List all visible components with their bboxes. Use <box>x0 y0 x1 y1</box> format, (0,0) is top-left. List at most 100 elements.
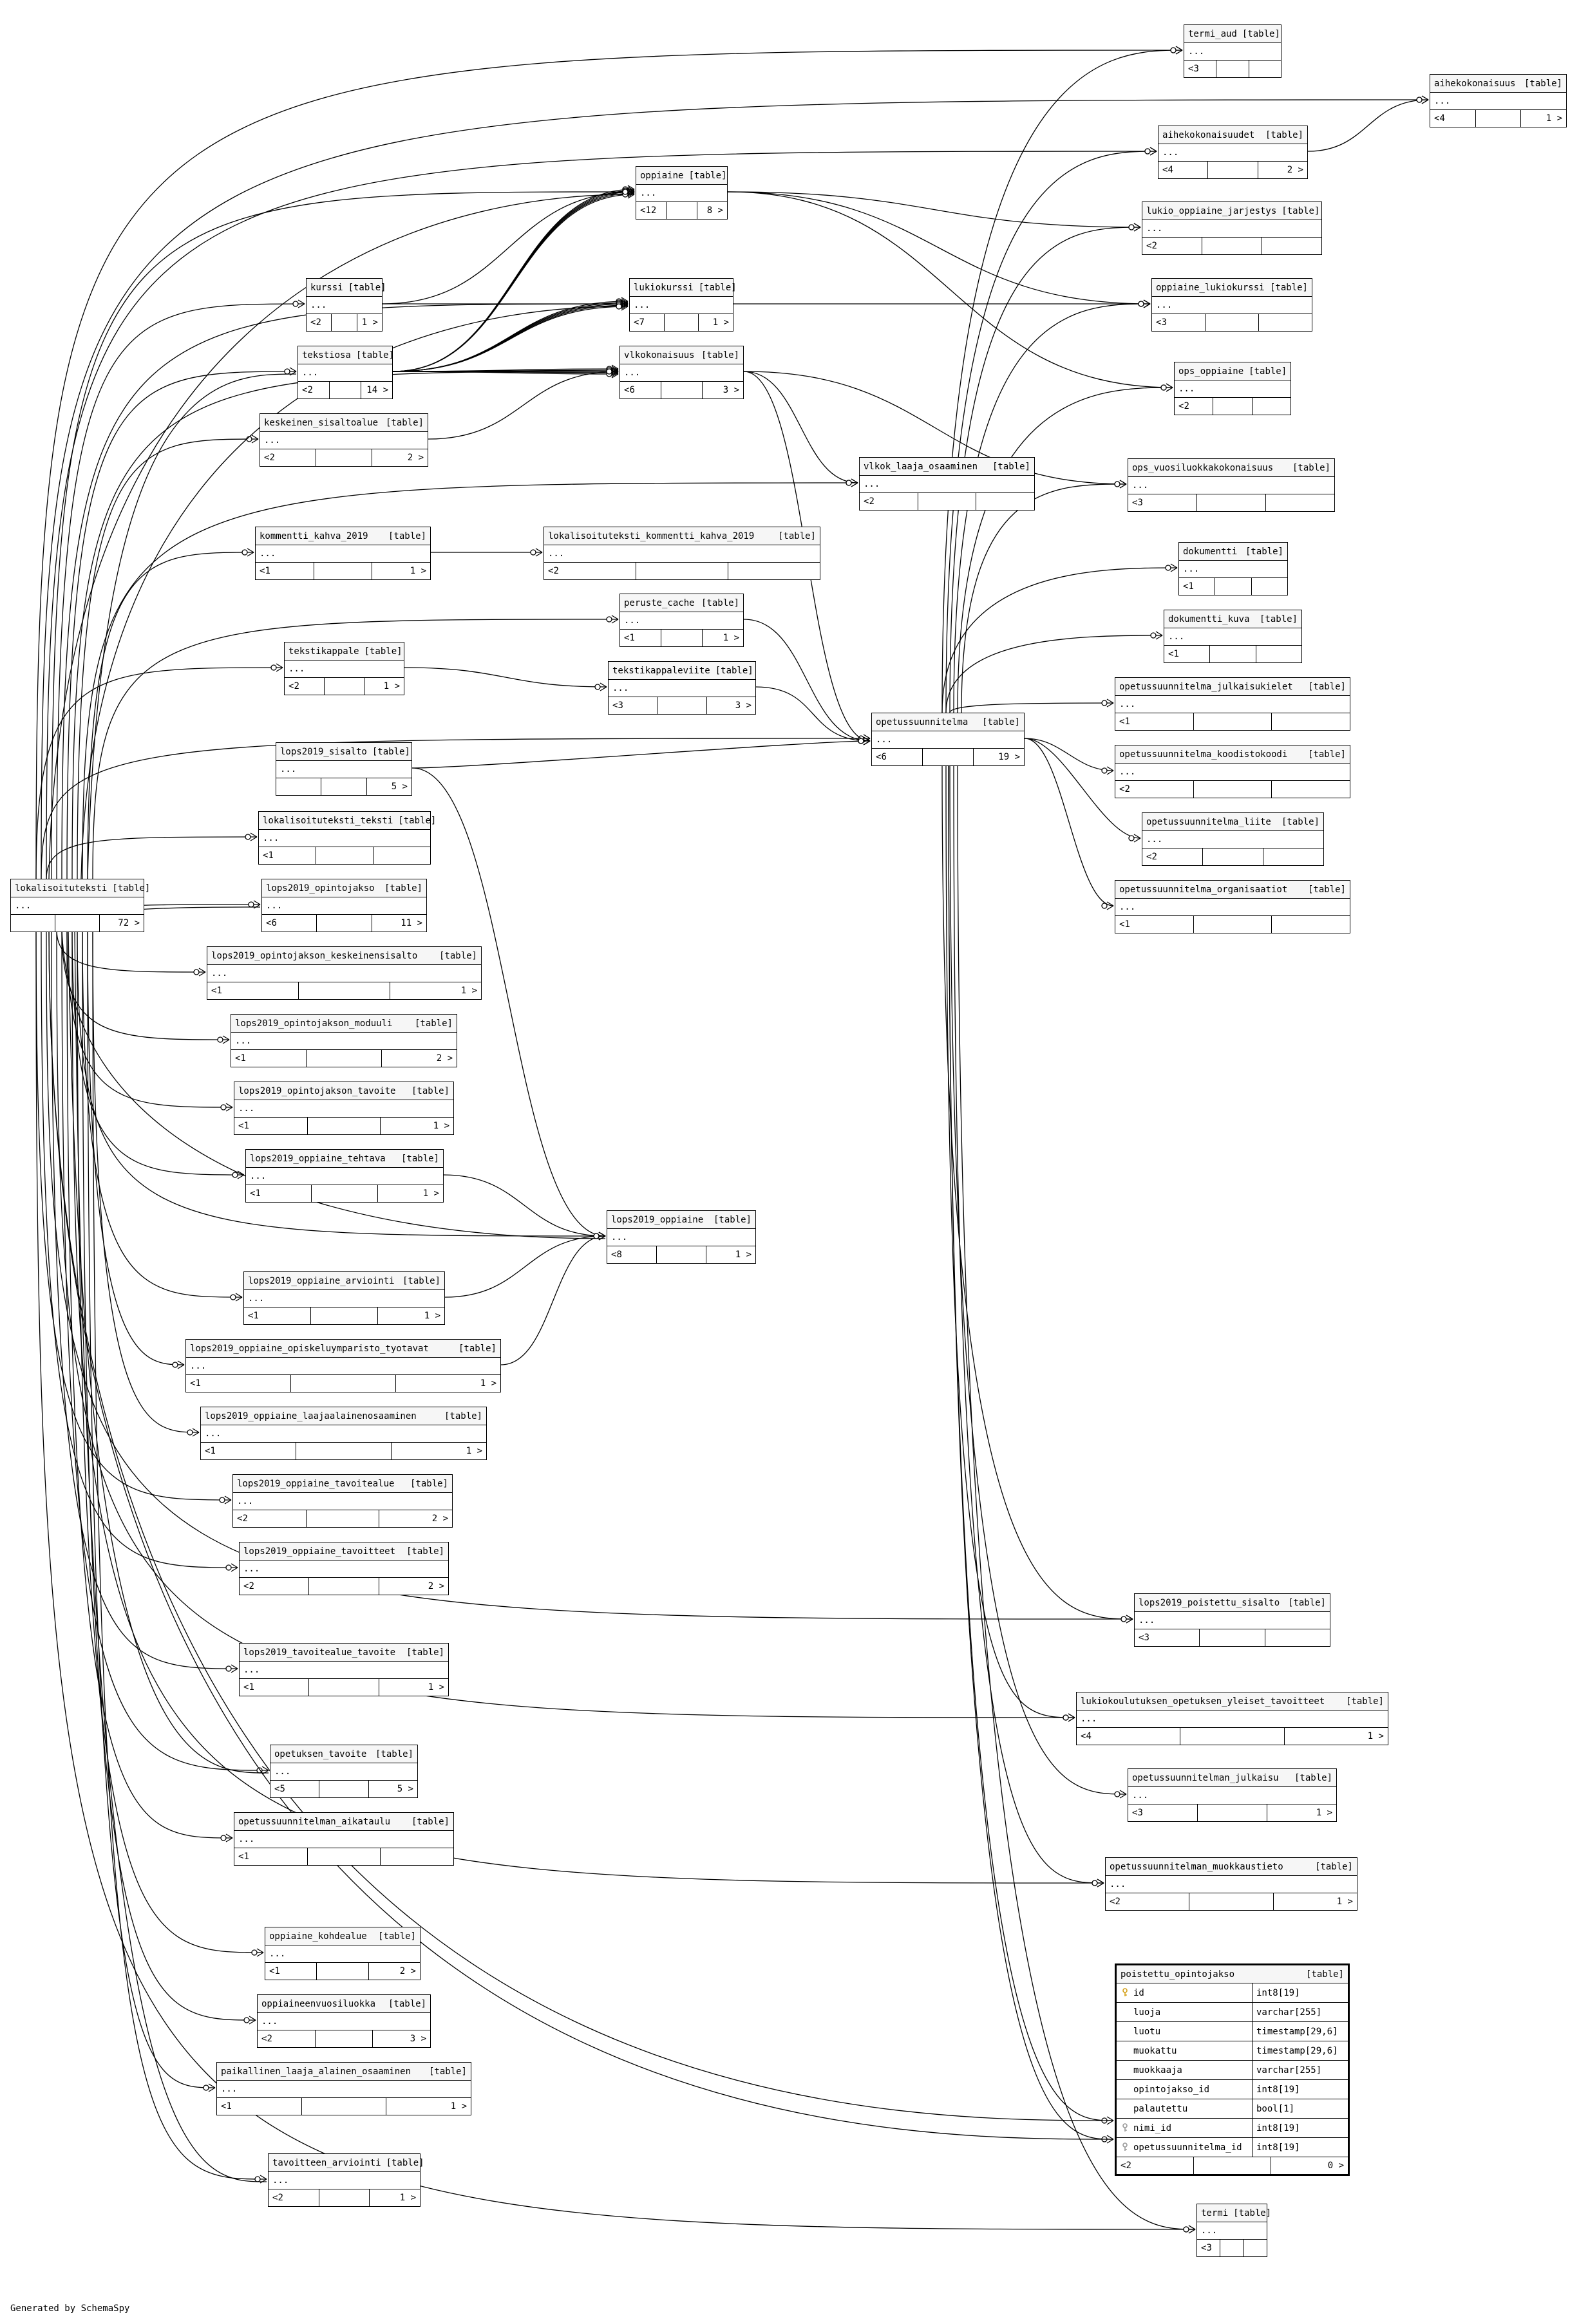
table-type-tag: [table] <box>1287 1597 1326 1608</box>
table-type-tag: [table] <box>388 1998 426 2009</box>
table-keskeinen-sisaltoalue[interactable]: keskeinen_sisaltoalue[table]...22 <box>260 413 428 467</box>
table-lops2019-opintojakson-tavoite[interactable]: lops2019_opintojakson_tavoite[table]...1… <box>234 1082 454 1135</box>
table-name: lops2019_sisalto <box>280 746 367 757</box>
table-aihekokonaisuus[interactable]: aihekokonaisuus[table]...41 <box>1430 74 1567 127</box>
table-opetussuunnitelman-julkaisu[interactable]: opetussuunnitelman_julkaisu[table]...31 <box>1128 1768 1337 1822</box>
parent-count: 3 <box>1184 61 1216 77</box>
table-lops2019-oppiaine-tavoitealue[interactable]: lops2019_oppiaine_tavoitealue[table]...2… <box>232 1474 453 1528</box>
table-tekstikappaleviite[interactable]: tekstikappaleviite[table]...33 <box>608 661 756 715</box>
count-spacer <box>661 382 702 398</box>
table-opetussuunnitelma-julkaisukielet[interactable]: opetussuunnitelma_julkaisukielet[table].… <box>1115 677 1350 731</box>
relationship-edge <box>35 929 232 1501</box>
table-lops2019-oppiaine-opiskeluymparisto-tyotavat[interactable]: lops2019_oppiaine_opiskeluymparisto_tyot… <box>185 1339 501 1392</box>
table-opetussuunnitelma-organisaatiot[interactable]: opetussuunnitelma_organisaatiot[table]..… <box>1115 880 1350 933</box>
table-vlkokonaisuus[interactable]: vlkokonaisuus[table]...63 <box>619 346 744 399</box>
column-type: int8[19] <box>1256 1987 1300 1998</box>
table-lops2019-tavoitealue-tavoite[interactable]: lops2019_tavoitealue_tavoite[table]...11 <box>239 1643 449 1696</box>
table-oppiaine-lukiokurssi[interactable]: oppiaine_lukiokurssi[table]...3 <box>1151 278 1312 332</box>
table-peruste-cache[interactable]: peruste_cache[table]...11 <box>619 594 744 647</box>
table-lops2019-opintojakso[interactable]: lops2019_opintojakso[table]...611 <box>261 879 427 932</box>
collapsed-columns: ... <box>607 1229 755 1246</box>
crows-foot-marker <box>1101 766 1114 775</box>
parent-count: 2 <box>1115 781 1193 798</box>
table-name: paikallinen_laaja_alainen_osaaminen <box>221 2066 411 2077</box>
table-type-tag: [table] <box>112 883 151 894</box>
child-count: 1 <box>391 1443 486 1459</box>
relationship-counts: 21 <box>307 314 382 331</box>
table-tavoitteen-arviointi[interactable]: tavoitteen_arviointi[table]...21 <box>268 2153 424 2207</box>
table-ops-oppiaine[interactable]: ops_oppiaine[table]...2 <box>1174 362 1291 415</box>
table-termi[interactable]: termi[table]...3 <box>1196 2204 1271 2257</box>
table-oppiaine[interactable]: oppiaine[table]...128 <box>636 166 728 220</box>
table-lukio-oppiaine-jarjestys[interactable]: lukio_oppiaine_jarjestys[table]...2 <box>1142 201 1322 255</box>
table-lops2019-oppiaine[interactable]: lops2019_oppiaine[table]...81 <box>607 1210 756 1264</box>
table-name: lokalisoituteksti_teksti <box>263 815 393 826</box>
table-opetussuunnitelma-liite[interactable]: opetussuunnitelma_liite[table]...2 <box>1142 812 1324 866</box>
child-count <box>1248 61 1281 77</box>
column-name: luotu <box>1117 2022 1253 2041</box>
table-lops2019-poistettu-sisalto[interactable]: lops2019_poistettu_sisalto[table]...3 <box>1134 1593 1330 1647</box>
table-opetussuunnitelman-muokkaustieto[interactable]: opetussuunnitelman_muokkaustieto[table].… <box>1105 1857 1357 1911</box>
collapsed-columns: ... <box>630 297 733 314</box>
table-header: oppiaine_lukiokurssi[table] <box>1152 279 1312 297</box>
table-lukiokurssi[interactable]: lukiokurssi[table]...71 <box>629 278 737 332</box>
table-lops2019-oppiaine-arviointi[interactable]: lops2019_oppiaine_arviointi[table]...11 <box>243 1271 445 1325</box>
parent-count: 3 <box>1197 2240 1220 2256</box>
table-opetuksen-tavoite[interactable]: opetuksen_tavoite[table]...55 <box>270 1745 418 1798</box>
table-lops2019-opintojakson-moduuli[interactable]: lops2019_opintojakson_moduuli[table]...1… <box>231 1014 457 1067</box>
table-lokalisoituteksti[interactable]: lokalisoituteksti[table]...72 <box>10 879 150 932</box>
table-type-tag: [table] <box>1245 546 1283 557</box>
table-name: opetussuunnitelman_aikataulu <box>238 1816 391 1827</box>
relationship-counts: 2 <box>1115 781 1350 798</box>
table-aihekokonaisuudet[interactable]: aihekokonaisuudet[table]...42 <box>1158 126 1308 179</box>
table-lops2019-oppiaine-tehtava[interactable]: lops2019_oppiaine_tehtava[table]...11 <box>245 1149 444 1203</box>
table-header: kurssi[table] <box>307 279 386 297</box>
table-ops-vuosiluokkakokonaisuus[interactable]: ops_vuosiluokkakokonaisuus[table]...3 <box>1128 458 1335 512</box>
table-opetussuunnitelma-koodistokoodi[interactable]: opetussuunnitelma_koodistokoodi[table]..… <box>1115 745 1350 798</box>
parent-count: 2 <box>240 1578 308 1595</box>
table-lops2019-oppiaine-laajaalainenosaaminen[interactable]: lops2019_oppiaine_laajaalainenosaaminen[… <box>200 1407 487 1460</box>
relationship-counts: 41 <box>1077 1728 1388 1745</box>
table-lokalisoituteksti-teksti[interactable]: lokalisoituteksti_teksti[table]...1 <box>258 811 436 865</box>
table-vlkok-laaja-osaaminen[interactable]: vlkok_laaja_osaaminen[table]...2 <box>859 457 1035 511</box>
table-dokumentti[interactable]: dokumentti[table]...1 <box>1178 542 1288 595</box>
table-lops2019-oppiaine-tavoitteet[interactable]: lops2019_oppiaine_tavoitteet[table]...22 <box>239 1542 449 1595</box>
collapsed-columns: ... <box>1179 561 1287 578</box>
table-dokumentti-kuva[interactable]: dokumentti_kuva[table]...1 <box>1164 610 1302 663</box>
table-lokalisoituteksti-kommentti-kahva-2019[interactable]: lokalisoituteksti_kommentti_kahva_2019[t… <box>544 527 820 580</box>
crows-foot-marker <box>1183 2225 1196 2234</box>
table-name: dokumentti_kuva <box>1168 614 1250 624</box>
count-spacer <box>1202 848 1263 865</box>
table-lukiokoulutuksen-opetuksen-yleiset-tavoitteet[interactable]: lukiokoulutuksen_opetuksen_yleiset_tavoi… <box>1076 1692 1388 1745</box>
count-spacer <box>301 2098 386 2115</box>
crows-foot-marker <box>606 367 619 376</box>
table-header: lops2019_oppiaine_opiskeluymparisto_tyot… <box>186 1340 500 1358</box>
table-lops2019-opintojakson-keskeinensisalto[interactable]: lops2019_opintojakson_keskeinensisalto[t… <box>207 946 482 1000</box>
table-termi-aud[interactable]: termi_aud[table]...3 <box>1184 24 1281 78</box>
table-kommentti-kahva-2019[interactable]: kommentti_kahva_2019[table]...11 <box>255 527 431 580</box>
child-count: 1 <box>702 630 743 646</box>
child-count <box>1263 848 1323 865</box>
table-paikallinen-laaja-alainen-osaaminen[interactable]: paikallinen_laaja_alainen_osaaminen[tabl… <box>216 2062 471 2115</box>
table-header: dokumentti_kuva[table] <box>1164 610 1301 628</box>
count-spacer <box>1193 916 1272 933</box>
table-name: lops2019_opintojakso <box>266 883 375 894</box>
table-type-tag: [table] <box>410 1478 448 1489</box>
table-tekstikappale[interactable]: tekstikappale[table]...21 <box>284 642 404 695</box>
relationship-counts: 2 <box>1142 848 1323 865</box>
table-opetussuunnitelman-aikataulu[interactable]: opetussuunnitelman_aikataulu[table]...1 <box>234 1812 454 1866</box>
table-oppiaine-kohdealue[interactable]: oppiaine_kohdealue[table]...12 <box>265 1927 421 1980</box>
table-oppiaineenvuosiluokka[interactable]: oppiaineenvuosiluokka[table]...23 <box>257 1994 431 2048</box>
column-name: muokkaaja <box>1117 2061 1253 2079</box>
column-type: int8[19] <box>1256 2142 1300 2153</box>
table-lops2019-sisalto[interactable]: lops2019_sisalto[table]...5 <box>276 742 412 796</box>
collapsed-columns: ... <box>609 680 755 697</box>
relationship-counts: 1 <box>259 847 430 864</box>
collapsed-columns: ... <box>201 1425 486 1443</box>
table-type-tag: [table] <box>1305 1969 1344 1980</box>
table-opetussuunnitelma[interactable]: opetussuunnitelma[table]...619 <box>871 713 1025 766</box>
collapsed-columns: ... <box>240 1560 448 1578</box>
table-kurssi[interactable]: kurssi[table]...21 <box>306 278 386 332</box>
table-tekstiosa[interactable]: tekstiosa[table]...214 <box>298 346 394 399</box>
